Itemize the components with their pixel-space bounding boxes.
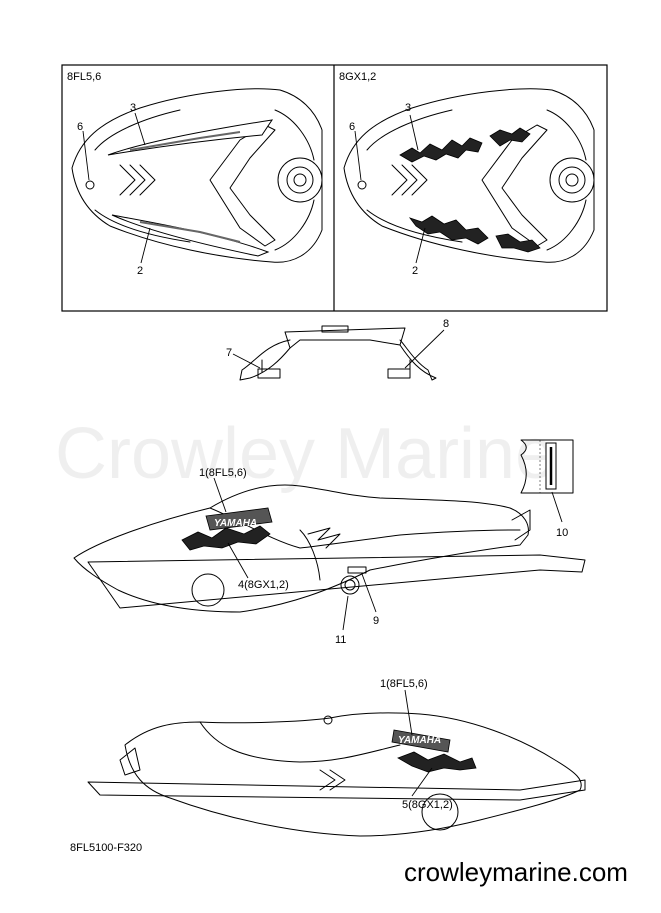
callout-2-right: 2: [412, 265, 418, 277]
website-url[interactable]: crowleymarine.com: [404, 857, 628, 887]
callout-2-left: 2: [137, 265, 143, 277]
callout-7: 7: [226, 347, 232, 359]
callout-4-side: 4(8GX1,2): [238, 579, 289, 591]
callout-9: 9: [373, 615, 379, 627]
callout-8: 8: [443, 318, 449, 330]
decal-2-left: [111, 214, 270, 257]
callout-5: 5(8GX1,2): [402, 799, 453, 811]
side-view-right: YAMAHA: [73, 484, 586, 613]
decal-5-left: [397, 751, 477, 773]
callout-6-left: 6: [77, 121, 83, 133]
left-panel-title: 8FL5,6: [67, 71, 101, 83]
right-panel-title: 8GX1,2: [339, 71, 376, 83]
side-view-left: YAMAHA: [87, 712, 586, 837]
callout-3-left: 3: [130, 102, 136, 114]
callout-3-right: 3: [405, 102, 411, 114]
decal-6-left: [85, 180, 95, 190]
decal-2-right: [408, 215, 541, 253]
callout-11: 11: [335, 634, 346, 646]
decal-4-side: [181, 525, 271, 551]
inset-decal-10: [520, 439, 574, 494]
yamaha-logo-left: YAMAHA: [398, 735, 441, 746]
deck-top-view-right: [343, 88, 595, 263]
callout-10: 10: [556, 527, 568, 539]
watermark: Crowley Marine: [55, 414, 555, 494]
decal-1-left: YAMAHA: [391, 729, 451, 753]
callout-1-left-side: 1(8FL5,6): [380, 678, 428, 690]
callout-6-right: 6: [349, 121, 355, 133]
decal-6-right: [357, 180, 367, 190]
callout-1-side: 1(8FL5,6): [199, 467, 247, 479]
decal-9: [347, 566, 367, 574]
deck-top-view-left: [71, 88, 323, 263]
decal-7: [257, 368, 281, 379]
rear-view: [239, 325, 437, 381]
decal-1-side: YAMAHA: [205, 507, 273, 531]
decal-3-right: [399, 127, 531, 163]
yamaha-logo-side: YAMAHA: [214, 518, 257, 529]
decal-8: [387, 368, 411, 379]
figure-code: 8FL5100-F320: [70, 842, 142, 854]
